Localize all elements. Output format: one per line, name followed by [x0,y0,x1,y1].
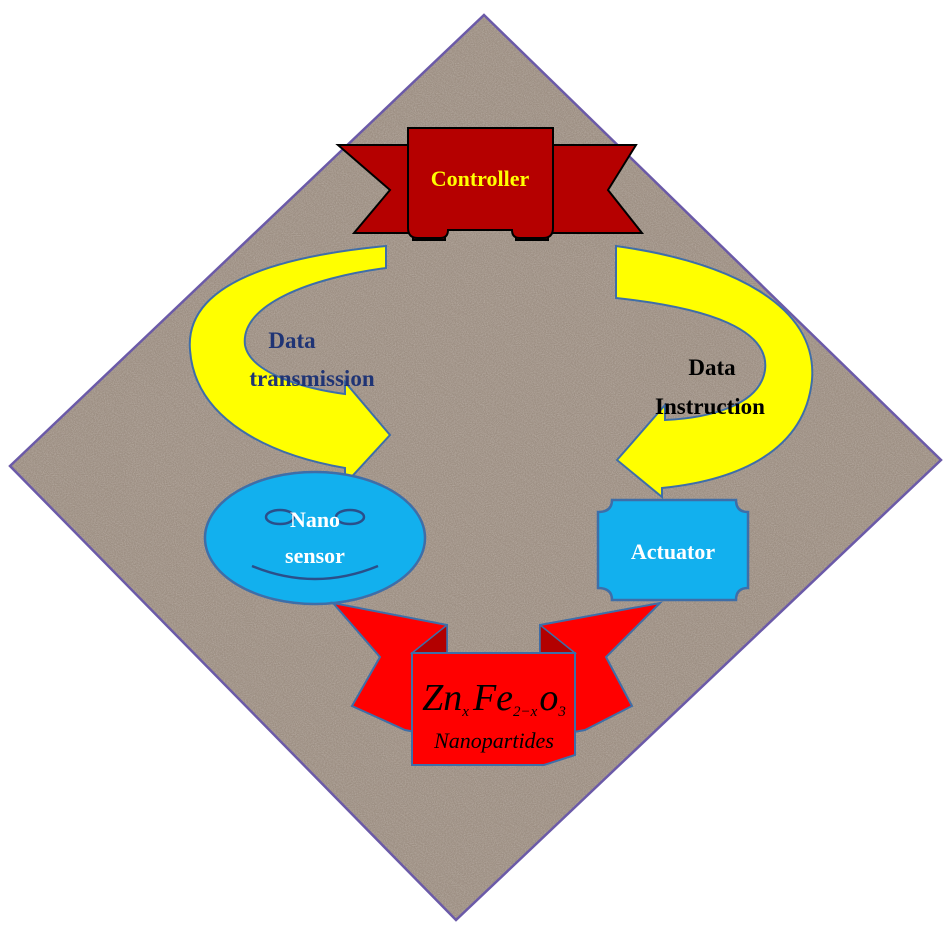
sensor-eye-left [264,508,296,526]
data-transmission-label-line2: transmission [249,366,374,391]
formula-sub-2-x: 2−x [513,704,538,720]
nano-sensor-label-line2: sensor [285,543,345,568]
controller-label: Controller [431,166,530,191]
formula-sub-x: x [461,704,469,720]
formula-sub-3: 3 [557,704,566,720]
data-instruction-label-line1: Data [688,355,736,380]
actuator: Actuator [596,498,750,602]
sensor-eye-right [334,508,366,526]
nano-sensor-label-line1: Nano [290,507,340,532]
data-instruction-arrow [615,244,814,500]
controller-banner: Controller [335,127,645,241]
data-transmission-arrow [188,244,392,487]
sensor-smile [251,564,379,581]
formula-fe: Fe [472,677,513,719]
data-transmission-label-line1: Data [268,328,316,353]
actuator-label: Actuator [631,539,716,564]
formula-zn: Zn [422,677,462,719]
nanoparticles-caption: Nanopartides [433,728,554,753]
data-instruction-label-line2: Instruction [655,394,765,419]
formula-o: o [539,677,558,719]
nano-sensor: Nano sensor [203,470,427,606]
